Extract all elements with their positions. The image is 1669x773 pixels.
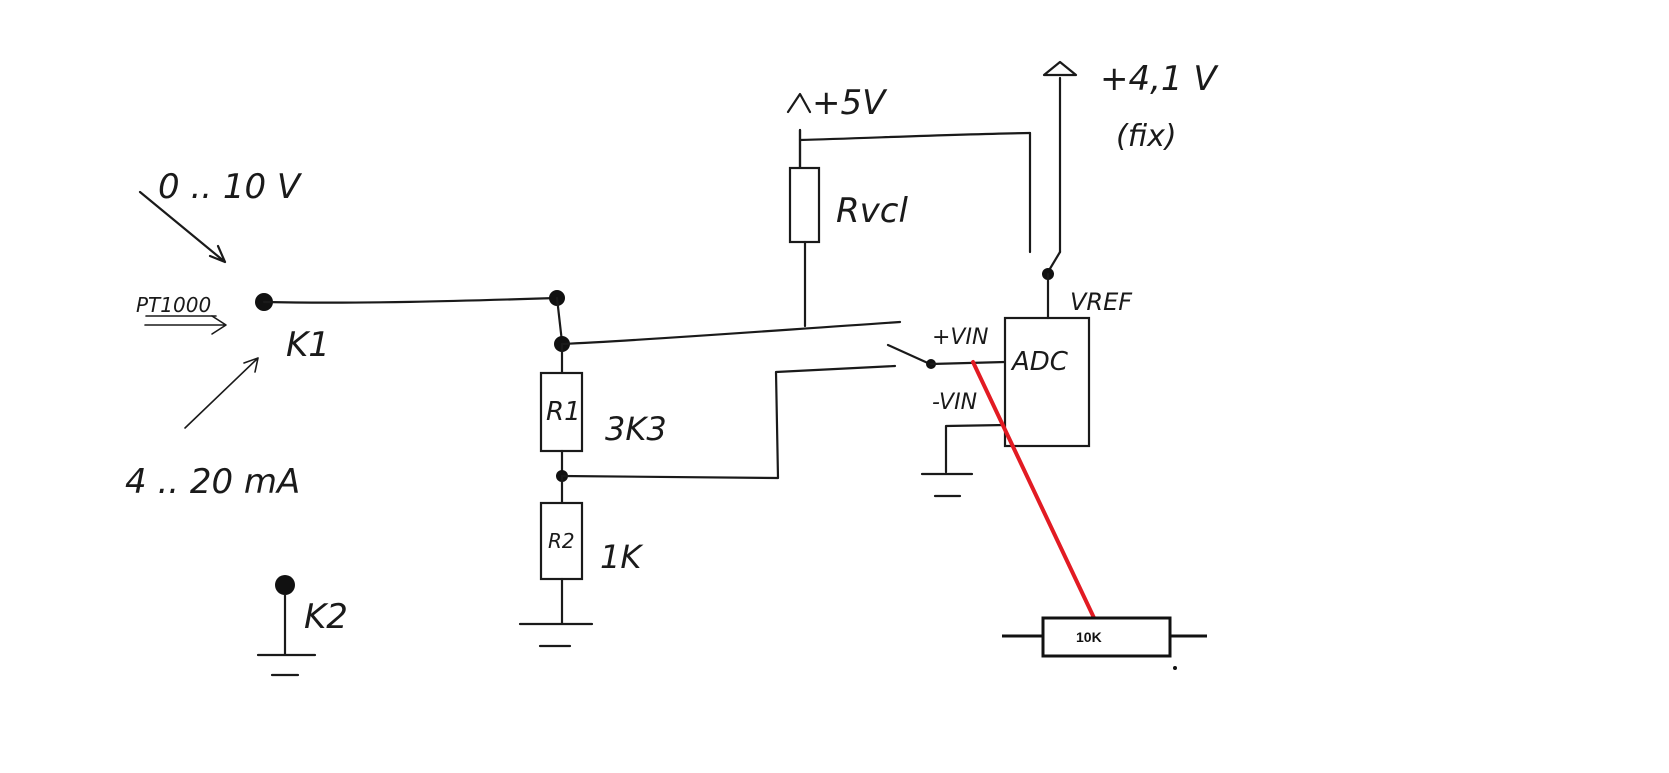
voltage-input-arrow [138, 190, 227, 264]
stray-dot [1173, 666, 1177, 670]
vin-plus-label: +VIN [932, 325, 988, 350]
pt1000-arrow [144, 315, 227, 335]
r1-value-label: 3K3 [605, 410, 667, 448]
wire-node-c-to-switch [560, 364, 897, 480]
reference-4v1-label: +4,1 V [1100, 59, 1219, 99]
reference-fix-label: (fix) [1116, 119, 1177, 154]
wire-5v-to-ref [798, 131, 1032, 142]
k2-ground-symbol [256, 593, 317, 677]
r2-value-label: 1K [600, 538, 644, 576]
potentiometer-label: 10K [1076, 629, 1102, 645]
wire-node-b-to-switch [560, 320, 902, 346]
adc-block [1003, 316, 1091, 448]
resistor-rvcl [788, 166, 821, 244]
terminal-k2-node [275, 575, 295, 595]
reference-4v1-arrow [1042, 60, 1078, 77]
voltage-range-label: 0 .. 10 V [158, 167, 303, 207]
terminal-k2-label: K2 [304, 597, 348, 637]
vin-minus-label: -VIN [932, 390, 977, 415]
vin-minus-ground [920, 423, 1007, 498]
pt1000-label: PT1000 [136, 293, 211, 317]
annotation-line [971, 360, 1097, 622]
rvcl-label: Rvcl [836, 191, 908, 231]
supply-5v-label: +5V [812, 83, 888, 123]
r2-ground-symbol [518, 577, 594, 648]
terminal-k1-label: K1 [286, 325, 330, 365]
selector-switch [886, 343, 932, 366]
potentiometer-10k [1041, 616, 1172, 658]
wire-k1-to-divider [262, 296, 559, 304]
r1-name-label: R1 [546, 397, 581, 427]
r2-name-label: R2 [548, 529, 575, 553]
wire-switch-to-vin [929, 360, 1007, 366]
current-range-label: 4 .. 20 mA [125, 462, 300, 502]
current-input-arrow [184, 357, 259, 429]
vref-pin-label: VREF [1070, 288, 1133, 316]
adc-label: ADC [1010, 347, 1069, 377]
wire-node-a-to-b [555, 296, 564, 344]
